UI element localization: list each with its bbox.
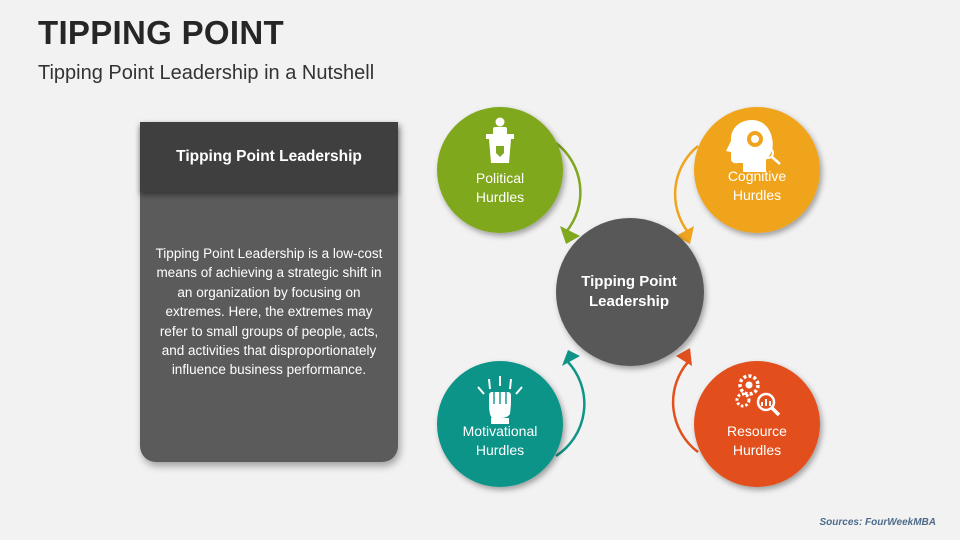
connector-cognitive [673,145,699,244]
source-credit: Sources: FourWeekMBA [819,517,936,528]
connector-political [555,142,582,244]
political-label: Political Hurdles [475,170,525,205]
resource-label: Resource Hurdles [727,423,787,458]
podium-icon [486,117,514,163]
political-node [437,107,563,233]
gears-magnifier-icon [735,374,781,417]
center-label: Tipping Point Leadership [581,273,677,310]
connector-resource [671,348,699,454]
center-node [556,218,704,366]
page-subtitle: Tipping Point Leadership in a Nutshell [38,62,375,84]
resource-node [694,361,820,487]
description-card: Tipping Point Leadership Tipping Point L… [140,122,398,462]
raised-fist-icon [477,376,523,424]
connector-motivational [555,350,586,458]
cognitive-label: Cognitive Hurdles [727,168,787,203]
card-heading: Tipping Point Leadership [140,122,398,192]
page-title: TIPPING POINT [38,14,284,51]
card-body-text: Tipping Point Leadership is a low-cost m… [155,246,383,378]
head-gear-icon [726,120,781,172]
motivational-label: Motivational Hurdles [462,423,538,458]
